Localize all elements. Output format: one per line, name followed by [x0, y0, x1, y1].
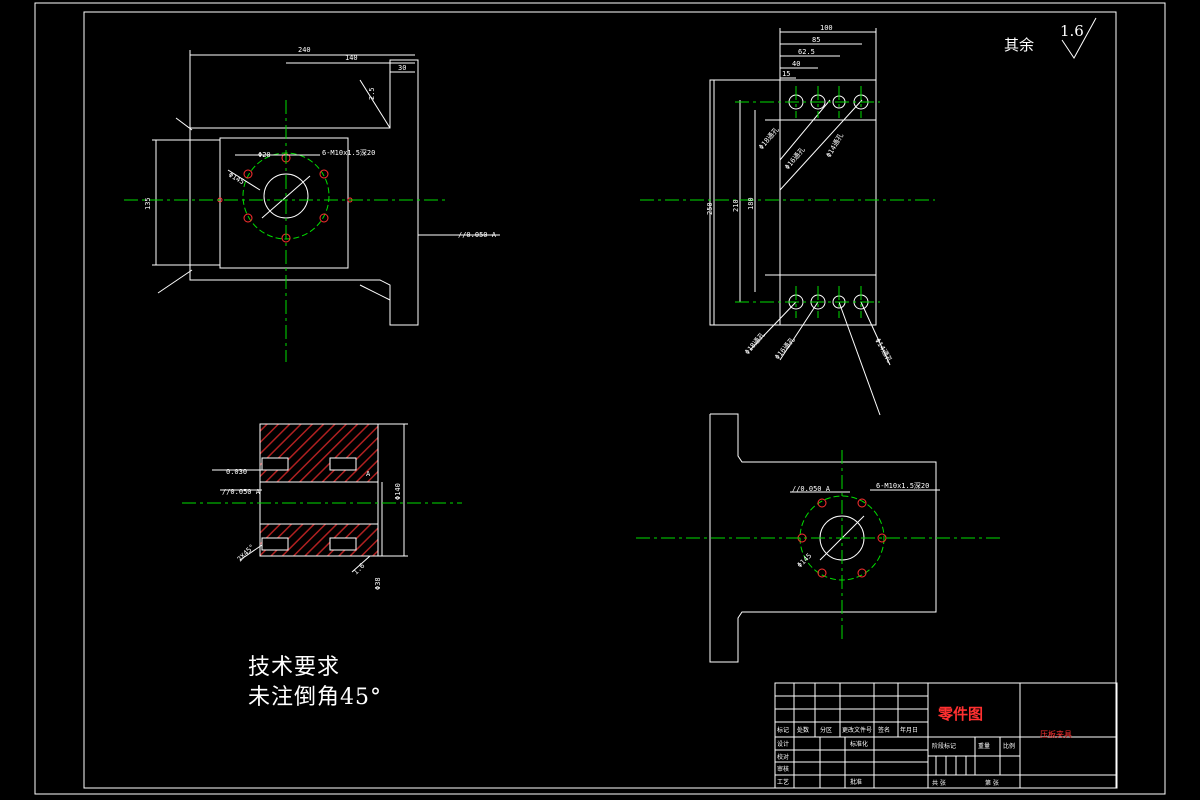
- dim-phi140: Φ140: [394, 483, 402, 500]
- tb-sign: 签名: [878, 726, 890, 734]
- dim-240: 240: [298, 46, 311, 54]
- tb-part-name: 压板夹具: [1040, 729, 1072, 739]
- dim-roughness-section: 1.6: [352, 562, 367, 577]
- view-front-left: [152, 50, 500, 326]
- view-bottom-right-centerlines: [636, 450, 1000, 640]
- tb-mark: 标记: [777, 726, 789, 734]
- dim-2-5: 2.5: [368, 87, 376, 100]
- tb-drawing-name: 零件图: [937, 705, 983, 723]
- dim-62-5: 62.5: [798, 48, 815, 56]
- dim-phi145: Φ145: [227, 171, 246, 186]
- dim-135: 135: [144, 197, 152, 210]
- dim-hole-14: Φ14通孔: [824, 131, 845, 159]
- view-front-left-centerlines: [124, 100, 448, 362]
- tb-total: 共 张: [932, 779, 946, 787]
- roughness-label: 其余: [1004, 36, 1035, 54]
- dim-hole-18-bottom: Φ18通孔: [743, 330, 767, 356]
- dim-250: 250: [706, 202, 714, 215]
- dim-100: 100: [820, 24, 833, 32]
- roughness-symbol: [1061, 17, 1097, 59]
- drawing-border-outer: [34, 2, 1166, 795]
- tb-zone: 分区: [820, 726, 832, 734]
- dim-hole-18: Φ18通孔: [757, 125, 781, 151]
- dim-chamfer: 2X45°: [236, 543, 257, 564]
- dim-section-a: A: [366, 470, 371, 478]
- dim-phi20: Φ20: [258, 151, 271, 159]
- dim-bottom-parallel: //0.050 A: [792, 485, 831, 493]
- tb-weight: 重量: [978, 742, 990, 750]
- tb-check: 校对: [777, 753, 789, 761]
- tb-approve: 批准: [850, 778, 862, 786]
- tech-requirements-note: 未注倒角45°: [248, 685, 382, 710]
- drawing-border-inner: [83, 11, 1117, 789]
- tb-review: 审核: [777, 765, 789, 773]
- dim-parallel: //0.050 A: [458, 231, 497, 239]
- dim-15: 15: [782, 70, 790, 78]
- view-side-right-centerlines: [640, 86, 935, 318]
- tb-design: 设计: [777, 740, 789, 748]
- dim-section-parallel: //0.050 A: [222, 488, 261, 496]
- tb-count: 处数: [797, 726, 809, 734]
- dim-30: 30: [398, 64, 406, 72]
- dim-tap: 6-M10x1.5深20: [322, 148, 375, 157]
- dim-flatness: 0.030: [226, 468, 247, 476]
- dim-85: 85: [812, 36, 820, 44]
- dim-hole-16: Φ16通孔: [783, 145, 807, 171]
- tb-date: 年月日: [900, 726, 918, 734]
- roughness-value: 1.6: [1060, 22, 1084, 40]
- dim-hole-14-bottom: Φ14通孔: [873, 337, 894, 365]
- dim-40: 40: [792, 60, 800, 68]
- view-side-right: [709, 28, 891, 416]
- tb-change: 更改文件号: [842, 726, 872, 734]
- dim-180: 180: [747, 197, 755, 210]
- dim-210: 210: [732, 199, 740, 212]
- view-section: [212, 423, 408, 573]
- title-block: [774, 682, 1118, 789]
- dim-140: 140: [345, 54, 358, 62]
- tb-sheet: 第 张: [985, 779, 999, 787]
- dim-bottom-tap: 6-M10x1.5深20: [876, 481, 929, 490]
- dim-phi38: Φ38: [374, 577, 382, 590]
- dim-hole-16-bottom: Φ16通孔: [773, 335, 797, 361]
- tb-process: 工艺: [777, 778, 789, 786]
- tb-standard: 标准化: [850, 740, 868, 748]
- tech-requirements-title: 技术要求: [248, 655, 341, 680]
- tb-stage: 阶段标记: [932, 742, 956, 750]
- dim-bottom-phi145: Φ145: [796, 552, 814, 570]
- tb-scale: 比例: [1003, 742, 1015, 750]
